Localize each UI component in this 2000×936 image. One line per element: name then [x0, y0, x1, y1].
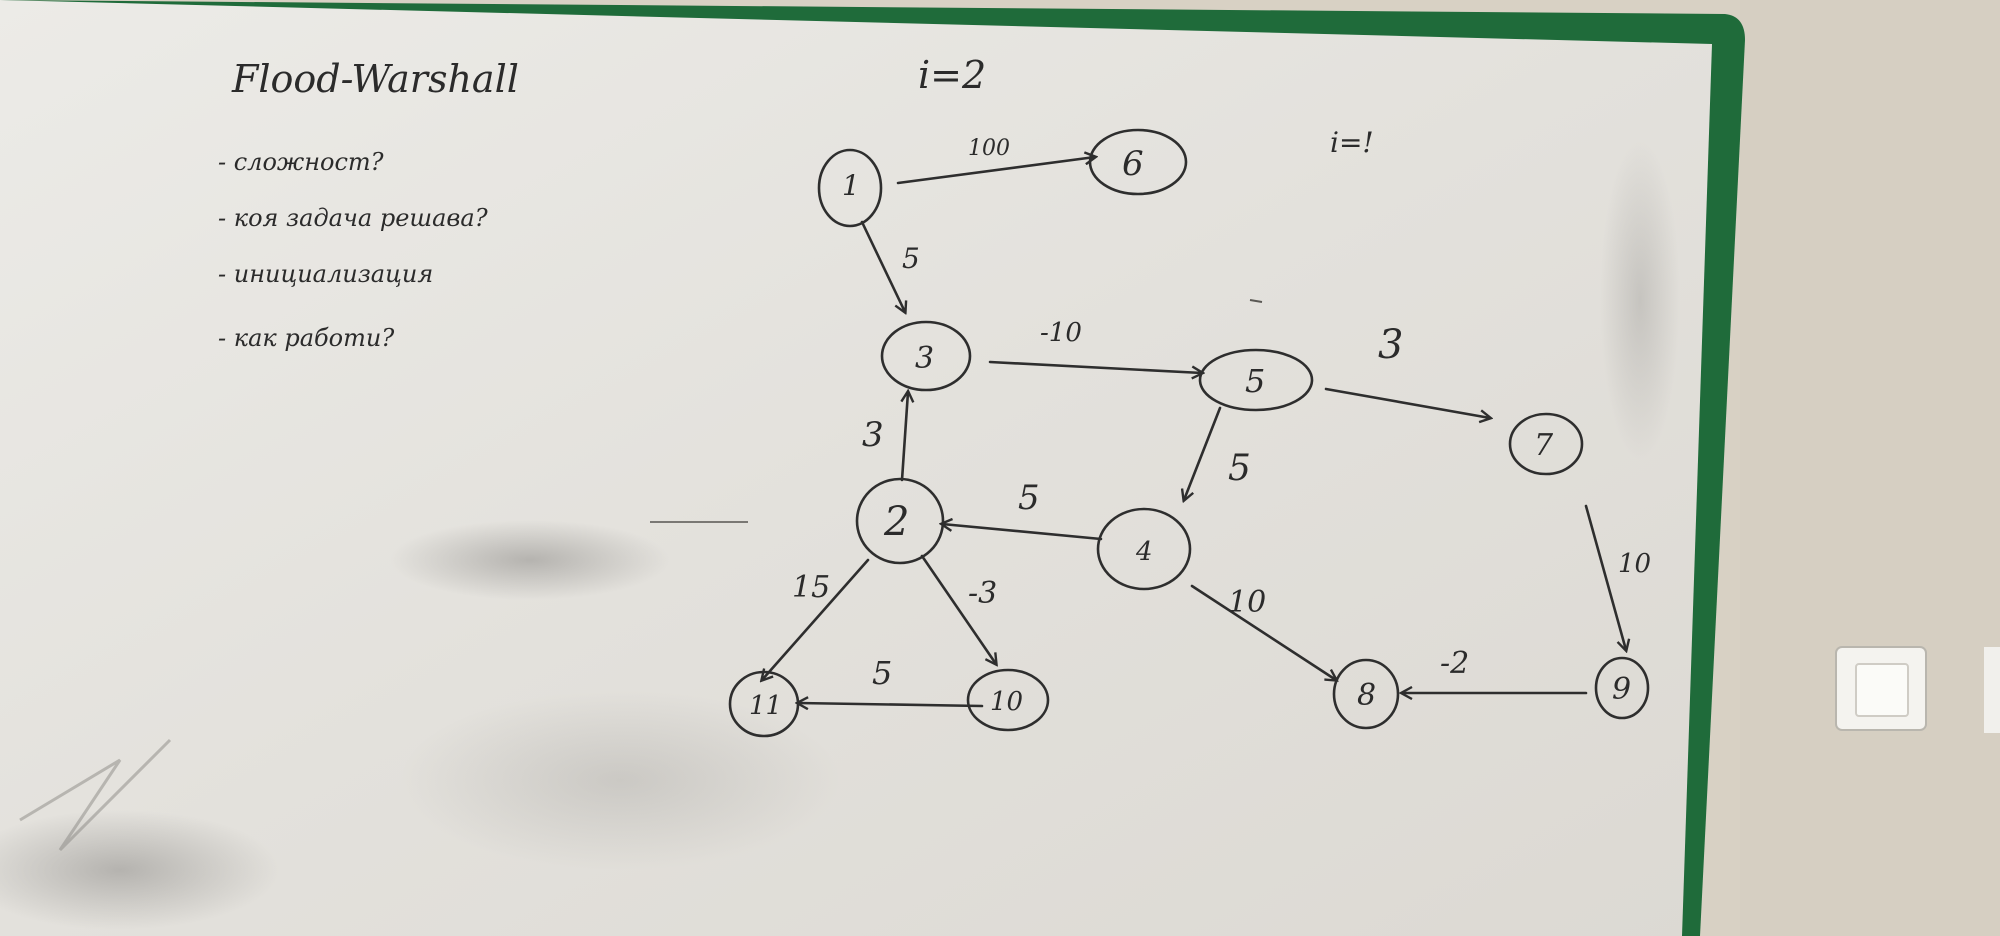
weight-label: 5 — [1228, 448, 1251, 489]
edge-1-6 — [896, 157, 1095, 185]
edge-7-9 — [1584, 504, 1626, 650]
weight-label: 100 — [968, 136, 1010, 161]
graph-node — [728, 670, 800, 738]
edge-2-3 — [902, 392, 908, 482]
weight-label: 3 — [862, 415, 884, 455]
weight-label: 5 — [872, 654, 892, 692]
edge-2-11 — [762, 558, 870, 680]
graph-node — [817, 148, 883, 228]
stray-mark — [1249, 299, 1263, 303]
weight-label: 3 — [1378, 322, 1403, 368]
node-label: 6 — [1122, 144, 1144, 184]
node-label: 4 — [1135, 537, 1153, 567]
node-label: 1 — [842, 169, 860, 202]
graph-node — [1088, 128, 1188, 196]
node-label: 8 — [1357, 678, 1376, 713]
board-surface — [0, 0, 1712, 936]
node-label: 5 — [1245, 362, 1265, 400]
weight-label: 10 — [1618, 549, 1651, 579]
edge-5-7 — [1324, 387, 1490, 418]
edge-10-11 — [798, 703, 984, 706]
graph-edges — [762, 157, 1626, 706]
eraser-smudge — [390, 520, 670, 600]
graph-node — [1096, 507, 1192, 591]
note-line: - коя задача решава? — [218, 204, 488, 232]
edge-4-2 — [942, 524, 1103, 541]
node-label: 2 — [883, 499, 909, 545]
light-switch-rocker — [1855, 663, 1909, 717]
node-label: 11 — [749, 691, 782, 721]
wall-right — [1740, 0, 2000, 936]
switch-edge — [1984, 647, 2000, 733]
note-line: - инициализация — [218, 260, 433, 288]
eraser-smudge — [400, 690, 840, 870]
graph-node — [1508, 412, 1584, 476]
notes-title: Flood-Warshall — [231, 57, 519, 101]
node-label: 7 — [1534, 428, 1554, 463]
edge-2-10 — [920, 554, 996, 664]
edge-3-5 — [988, 360, 1202, 373]
weight-label: -10 — [1040, 318, 1082, 348]
edge-weights: 100 5 -10 3 5 3 5 15 -3 5 10 10 -2 — [792, 136, 1651, 692]
iteration-main: i=2 — [918, 53, 986, 97]
edge-5-4 — [1184, 406, 1222, 500]
node-label: 10 — [990, 687, 1023, 717]
weight-label: 15 — [792, 570, 830, 605]
graph-node — [855, 477, 945, 565]
edge-1-3 — [860, 220, 905, 312]
eraser-smudge — [1600, 140, 1680, 460]
graph-node — [966, 668, 1050, 732]
graph-node — [880, 320, 972, 392]
weight-label: -3 — [968, 576, 997, 611]
edge-4-8 — [1190, 584, 1336, 680]
erased-scribble — [19, 738, 172, 852]
iteration-aside: i=! — [1330, 126, 1374, 159]
graph-nodes: 1 3 6 5 7 2 4 11 10 8 9 — [728, 128, 1650, 738]
weight-label: -2 — [1440, 646, 1469, 681]
graph-node — [1594, 656, 1650, 720]
weight-label: 10 — [1228, 585, 1266, 620]
node-label: 3 — [915, 341, 934, 376]
graph-node — [1332, 658, 1400, 730]
graph-node — [1198, 348, 1314, 412]
node-label: 9 — [1612, 672, 1631, 707]
note-line: - как работи? — [218, 324, 394, 352]
note-line: - сложност? — [218, 148, 384, 176]
weight-label: 5 — [1018, 478, 1040, 518]
weight-label: 5 — [902, 242, 920, 275]
